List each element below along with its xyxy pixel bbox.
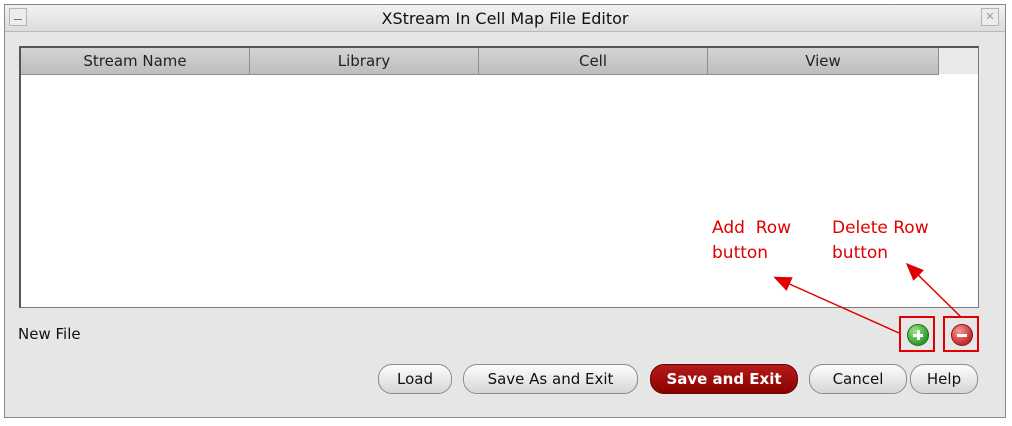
help-button[interactable]: Help <box>910 364 978 394</box>
minimize-button[interactable] <box>9 8 27 26</box>
close-button[interactable]: ✕ <box>981 8 999 26</box>
add-row-button[interactable] <box>899 316 935 352</box>
load-button[interactable]: Load <box>378 364 452 394</box>
add-row-annotation-line2: button <box>712 243 769 263</box>
add-row-annotation: Add Row button <box>712 216 791 266</box>
delete-row-annotation-line2: button <box>832 243 889 263</box>
delete-row-button[interactable] <box>943 316 979 352</box>
minus-circle-icon <box>951 324 973 346</box>
save-and-exit-button[interactable]: Save and Exit <box>650 364 798 394</box>
column-header-stream-name[interactable]: Stream Name <box>21 48 250 74</box>
column-header-view[interactable]: View <box>708 48 939 74</box>
column-header-cell[interactable]: Cell <box>479 48 708 74</box>
table-header-filler <box>939 48 978 74</box>
delete-row-annotation-line1: Delete Row <box>832 218 929 238</box>
window-title: XStream In Cell Map File Editor <box>381 9 629 28</box>
add-row-annotation-line1: Add Row <box>712 218 792 238</box>
save-as-and-exit-button[interactable]: Save As and Exit <box>463 364 638 394</box>
cancel-button[interactable]: Cancel <box>809 364 907 394</box>
map-table[interactable]: Stream Name Library Cell View <box>19 46 979 308</box>
plus-circle-icon <box>907 324 929 346</box>
add-row-arrow <box>773 276 900 334</box>
status-text: New File <box>18 325 81 343</box>
title-bar: XStream In Cell Map File Editor ✕ <box>5 5 1005 32</box>
table-header: Stream Name Library Cell View <box>21 48 939 75</box>
column-header-library[interactable]: Library <box>250 48 479 74</box>
delete-row-annotation: Delete Row button <box>832 216 929 266</box>
delete-row-arrow <box>905 262 962 318</box>
